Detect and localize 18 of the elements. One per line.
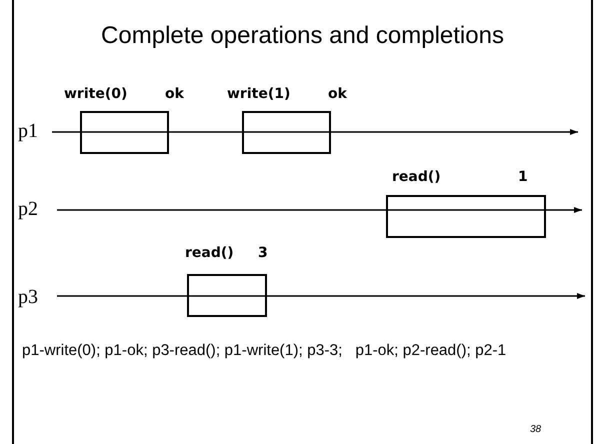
response-label: ok xyxy=(328,86,347,102)
page-number: 38 xyxy=(530,424,542,435)
event-sequence-text: p1-write(0); p1-ok; p3-read(); p1-write(1); p3-3; p1-ok; p2-read(); p2-1 xyxy=(22,342,508,360)
response-label: ok xyxy=(165,86,184,102)
invocation-label: write(0) xyxy=(64,86,128,102)
operation-box xyxy=(242,111,331,154)
process-label: p1 xyxy=(18,120,38,143)
operation-box xyxy=(80,111,169,154)
invocation-label: read() xyxy=(392,169,441,185)
response-label: 3 xyxy=(258,245,268,261)
operation-box xyxy=(187,274,267,317)
operation-box xyxy=(386,195,546,238)
process-label: p2 xyxy=(18,198,38,221)
response-label: 1 xyxy=(518,169,528,185)
process-label: p3 xyxy=(18,286,38,309)
slide-title: Complete operations and completions xyxy=(100,22,505,50)
invocation-label: read() xyxy=(185,245,234,261)
invocation-label: write(1) xyxy=(227,86,290,102)
